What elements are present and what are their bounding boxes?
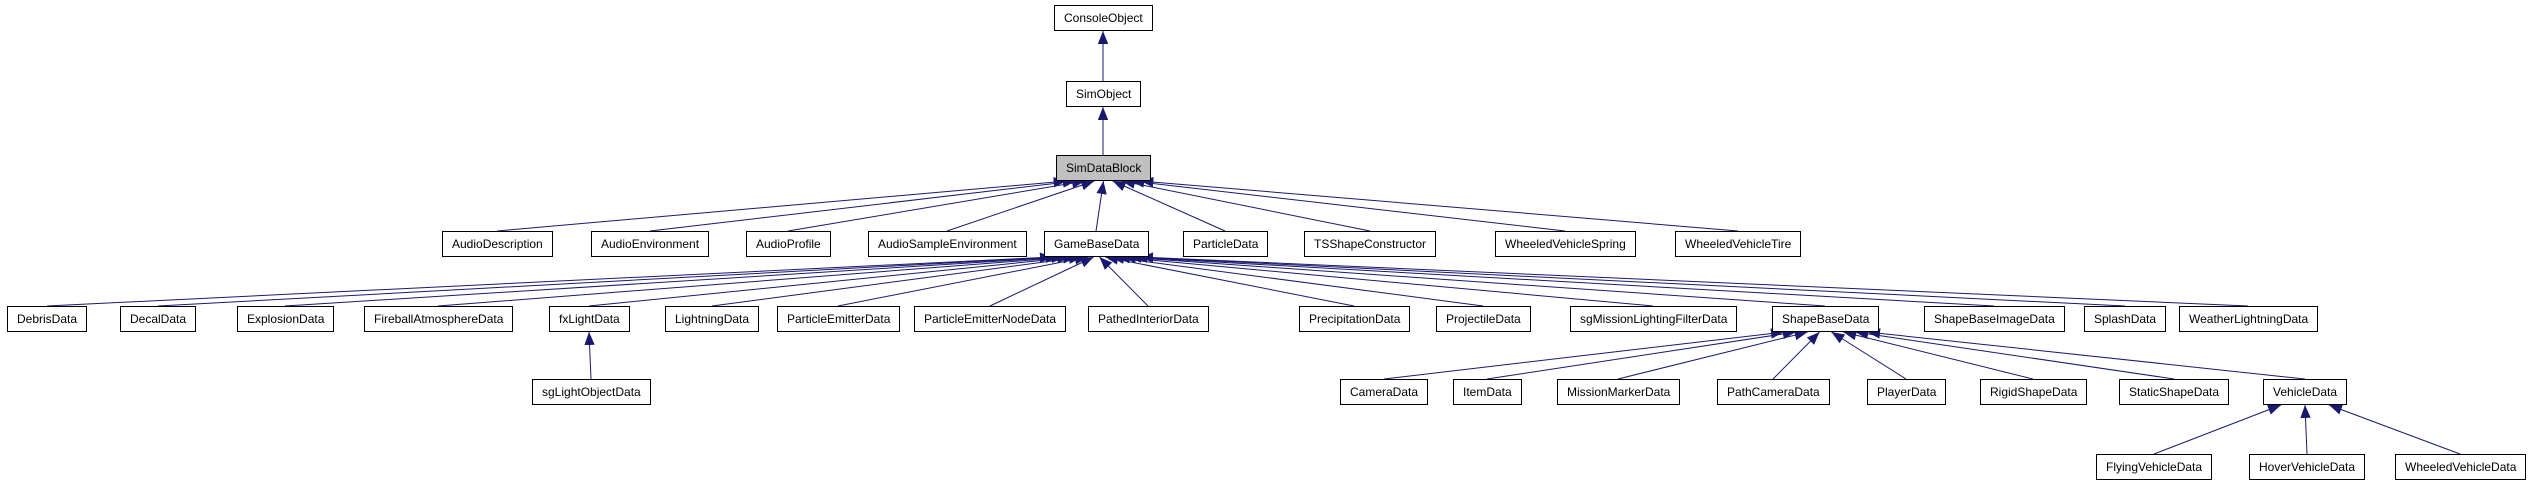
class-node-wheeledvehicledata[interactable]: WheeledVehicleData [2395, 454, 2527, 480]
class-node-consoleobject[interactable]: ConsoleObject [1054, 5, 1153, 31]
class-node-explosiondata[interactable]: ExplosionData [237, 306, 335, 332]
inheritance-edge [1105, 254, 1355, 307]
class-node-lightningdata[interactable]: LightningData [665, 306, 760, 332]
class-node-cameradata[interactable]: CameraData [1340, 379, 1429, 405]
inheritance-edge [787, 178, 1086, 232]
inheritance-edge [584, 331, 595, 380]
inheritance-edge [1131, 177, 1566, 232]
inheritance-edge [46, 252, 1053, 307]
class-node-gamebasedata[interactable]: GameBaseData [1044, 231, 1150, 257]
inheritance-edge [1116, 253, 1654, 307]
class-node-shapebaseimagedata[interactable]: ShapeBaseImageData [1924, 306, 2065, 332]
inheritance-edge [1140, 252, 2249, 307]
inheritance-edge [1122, 252, 1826, 307]
class-node-debrisdata[interactable]: DebrisData [7, 306, 88, 332]
inheritance-edge [649, 177, 1076, 232]
inheritance-edge [588, 253, 1077, 307]
inheritance-edge [1383, 328, 1784, 380]
class-node-staticshapedata[interactable]: StaticShapeData [2119, 379, 2230, 405]
class-node-weatherlightningdata[interactable]: WeatherLightningData [2179, 306, 2319, 332]
class-node-missionmarkerdata[interactable]: MissionMarkerData [1557, 379, 1681, 405]
inheritance-edge [2153, 404, 2282, 455]
inheritance-edge [946, 180, 1095, 232]
class-node-particleemitterdata[interactable]: ParticleEmitterData [777, 306, 901, 332]
class-node-simobject[interactable]: SimObject [1066, 81, 1142, 107]
class-node-audioenvironment[interactable]: AudioEnvironment [591, 231, 710, 257]
inheritance-edge [1112, 180, 1226, 232]
class-node-wheeledvehiclespring[interactable]: WheeledVehicleSpring [1495, 231, 1636, 257]
class-node-particleemitternodedata[interactable]: ParticleEmitterNodeData [914, 306, 1067, 332]
inheritance-edge [2300, 404, 2311, 455]
class-node-decaldata[interactable]: DecalData [120, 306, 197, 332]
class-node-particledata[interactable]: ParticleData [1183, 231, 1269, 257]
class-node-simdatablock: SimDataBlock [1056, 155, 1152, 181]
class-node-itemdata[interactable]: ItemData [1453, 379, 1522, 405]
class-node-flyingvehicledata[interactable]: FlyingVehicleData [2096, 454, 2213, 480]
inheritance-edge [157, 252, 1059, 307]
inheritance-edge [1867, 328, 2306, 380]
class-node-sglightobjectdata[interactable]: sgLightObjectData [532, 379, 651, 405]
inheritance-edge [2328, 404, 2461, 455]
class-node-audiodescription[interactable]: AudioDescription [442, 231, 553, 257]
inheritance-edge [496, 176, 1067, 232]
class-node-precipitationdata[interactable]: PrecipitationData [1299, 306, 1411, 332]
inheritance-edge [1095, 180, 1107, 232]
class-node-audiosampleenvironment[interactable]: AudioSampleEnvironment [868, 231, 1027, 257]
class-node-shapebasedata[interactable]: ShapeBaseData [1772, 306, 1880, 332]
inheritance-edge [1486, 328, 1796, 380]
class-node-pathedinteriordata[interactable]: PathedInteriorData [1088, 306, 1209, 332]
class-node-pathcameradata[interactable]: PathCameraData [1717, 379, 1830, 405]
class-node-hovervehicledata[interactable]: HoverVehicleData [2249, 454, 2366, 480]
inheritance-edge [1140, 176, 1739, 232]
class-node-splashdata[interactable]: SplashData [2084, 306, 2167, 332]
inheritance-edge [1617, 330, 1808, 380]
class-node-fxlightdata[interactable]: fxLightData [549, 306, 630, 332]
inheritance-edge [1843, 330, 2034, 380]
inheritance-edge [1110, 253, 1484, 307]
inheritance-edge [1134, 252, 2126, 307]
class-node-projectiledata[interactable]: ProjectileData [1436, 306, 1531, 332]
class-node-tsshapeconstructor[interactable]: TSShapeConstructor [1304, 231, 1437, 257]
inheritance-edge [1831, 331, 1907, 380]
inheritance-edge [989, 256, 1094, 307]
class-node-vehicledata[interactable]: VehicleData [2263, 379, 2348, 405]
inheritance-edge [284, 252, 1065, 307]
inheritance-edge [1099, 256, 1149, 307]
inheritance-edge [437, 252, 1071, 307]
class-node-wheeledvehicletire[interactable]: WheeledVehicleTire [1675, 231, 1802, 257]
inheritance-edge [1855, 328, 2175, 380]
inheritance-edge [1128, 252, 1995, 307]
inheritance-edge [837, 254, 1088, 307]
class-node-playerdata[interactable]: PlayerData [1867, 379, 1947, 405]
class-node-sgmissionlightingfilterdata[interactable]: sgMissionLightingFilterData [1570, 306, 1738, 332]
class-node-audioprofile[interactable]: AudioProfile [746, 231, 831, 257]
inheritance-edge [1121, 178, 1371, 232]
inheritance-edge [1772, 331, 1820, 380]
class-node-fireballatmospheredata[interactable]: FireballAtmosphereData [364, 306, 514, 332]
inheritance-edge [711, 253, 1083, 307]
class-node-rigidshapedata[interactable]: RigidShapeData [1980, 379, 2088, 405]
